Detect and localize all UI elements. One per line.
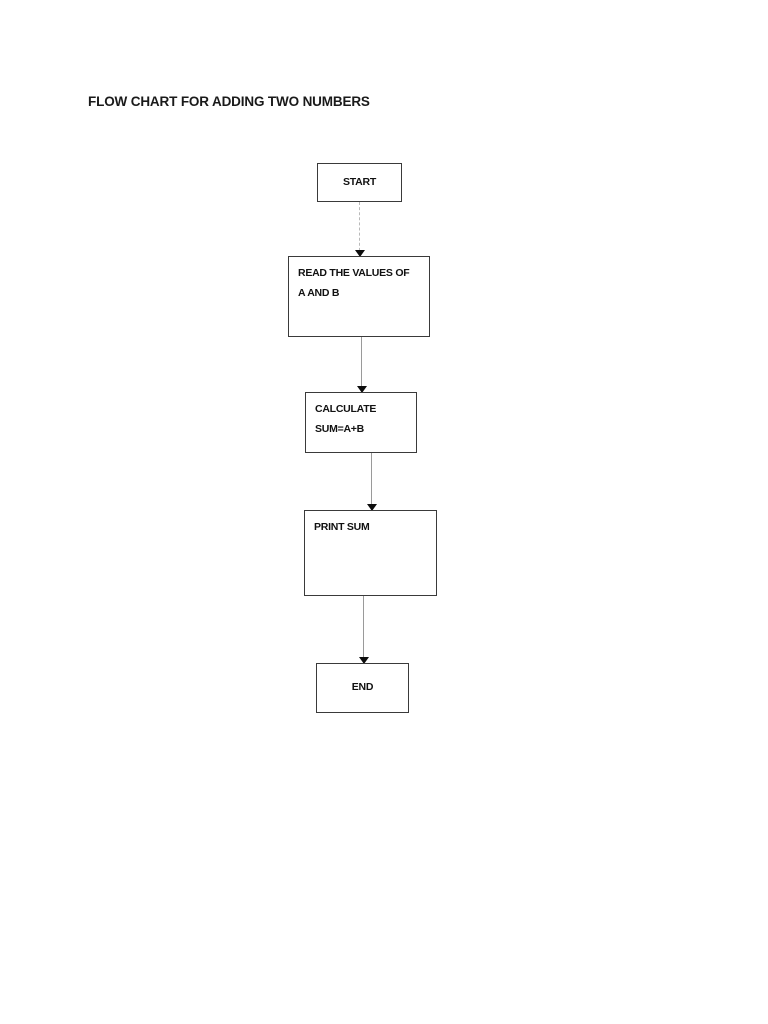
flowchart-node-end[interactable]: END bbox=[316, 663, 409, 713]
arrow-down-icon bbox=[356, 386, 367, 393]
edge-line bbox=[371, 453, 372, 510]
flowchart-node-start[interactable]: START bbox=[317, 163, 402, 202]
arrow-down-icon bbox=[354, 250, 365, 257]
flowchart-node-print-label: PRINT SUM bbox=[314, 521, 370, 533]
flowchart-node-read[interactable]: READ THE VALUES OF A AND B bbox=[288, 256, 430, 337]
flowchart-node-print[interactable]: PRINT SUM bbox=[304, 510, 437, 596]
arrow-down-icon bbox=[358, 657, 369, 664]
arrow-down-icon bbox=[366, 504, 377, 511]
flowchart-node-read-label: READ THE VALUES OF A AND B bbox=[298, 267, 410, 300]
edge-line bbox=[361, 337, 362, 392]
page-title: FLOW CHART FOR ADDING TWO NUMBERS bbox=[88, 94, 370, 109]
flowchart-node-end-label: END bbox=[351, 681, 374, 694]
edge-line bbox=[363, 596, 364, 663]
flowchart-node-calculate[interactable]: CALCULATE SUM=A+B bbox=[305, 392, 417, 453]
flowchart-node-calculate-label: CALCULATE SUM=A+B bbox=[315, 403, 377, 436]
edge-line bbox=[359, 202, 360, 256]
flowchart-node-start-label: START bbox=[343, 175, 376, 188]
